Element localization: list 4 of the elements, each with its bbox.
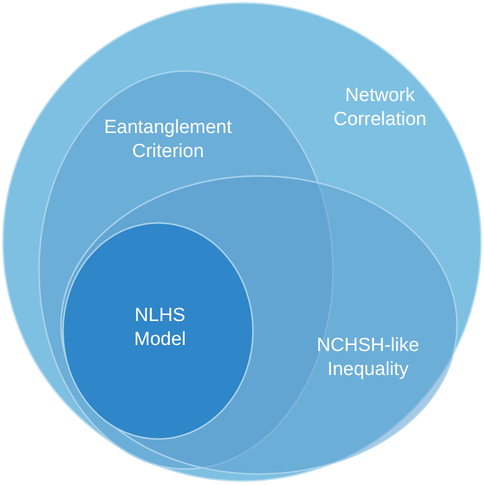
set-label: NLHS Model <box>133 304 187 352</box>
set-label: Eantanglement Criterion <box>103 116 233 164</box>
set-label: Network Correlation <box>332 84 428 132</box>
set-label: NCHSH-like Inequality <box>316 334 420 382</box>
